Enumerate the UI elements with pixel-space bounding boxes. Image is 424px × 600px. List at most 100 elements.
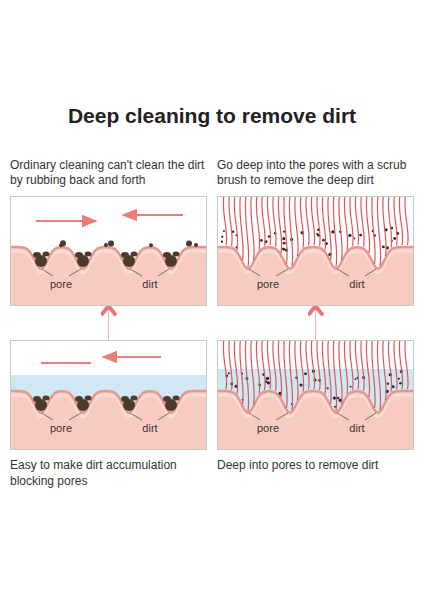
- brush-bristle: [322, 197, 325, 250]
- dirt-dot: [359, 234, 362, 237]
- rub-arrow: [123, 214, 183, 216]
- dirt-blob: [85, 252, 92, 257]
- illustration-panel: Ordinary cleaning can't clean the dirt b…: [10, 196, 207, 306]
- brush-bristle: [289, 341, 292, 410]
- brush-bristle: [262, 197, 265, 246]
- dirt-dot: [350, 386, 352, 388]
- leader-line: [42, 269, 53, 276]
- brush-bristle: [223, 341, 226, 389]
- dirt-dot: [282, 237, 285, 240]
- dirt-dot: [221, 241, 223, 243]
- skin-illustration: [11, 197, 206, 305]
- dirt-blob: [75, 396, 83, 402]
- brush-bristle: [229, 341, 232, 390]
- dirt-dot: [221, 236, 223, 238]
- leader-line: [130, 413, 142, 420]
- rub-arrow: [36, 220, 96, 222]
- leader-line: [249, 269, 260, 276]
- dirt-dot: [283, 242, 286, 245]
- brush-bristle: [251, 197, 254, 260]
- part-label: dirt: [142, 422, 157, 435]
- brush-bristle: [328, 197, 331, 260]
- dirt-dot: [266, 377, 269, 380]
- brush-bristle: [256, 197, 259, 250]
- leader-line: [365, 269, 376, 276]
- brush-bristle: [245, 197, 248, 267]
- dirt-dot: [337, 397, 339, 399]
- brush-bristle: [295, 197, 298, 256]
- brush-bristle: [234, 197, 237, 250]
- brush-bristle: [300, 341, 303, 392]
- panel-caption: Go deep into the pores with a scrub brus…: [217, 158, 418, 189]
- leader-line: [158, 269, 169, 276]
- dirt-speck: [108, 240, 114, 246]
- brush-bristle: [306, 197, 309, 245]
- skin-surface: [218, 247, 413, 269]
- brush-bristle: [322, 341, 325, 394]
- skin: [218, 391, 413, 449]
- brush-bristle: [289, 197, 292, 266]
- brush-bristle: [361, 341, 364, 391]
- brush-bristle: [383, 341, 386, 400]
- water-layer: [11, 375, 206, 449]
- brush-bristle: [355, 341, 358, 389]
- brush-bristle: [339, 197, 342, 260]
- dirt-speck: [104, 243, 108, 247]
- leader-line: [249, 413, 260, 420]
- brush-bristle: [306, 341, 309, 389]
- dirt-dot: [348, 234, 351, 237]
- brush-bristle: [240, 197, 243, 260]
- dirt-dot: [398, 378, 400, 380]
- brush-bristle: [399, 197, 402, 245]
- brush-bristle: [317, 197, 320, 246]
- dirt-blob: [43, 396, 50, 401]
- skin-surface: [218, 391, 413, 413]
- illustration-panel: Go deep into the pores with a scrub brus…: [217, 196, 414, 306]
- dirt-blob: [163, 252, 171, 258]
- brush-bristle: [251, 341, 254, 404]
- dirt-dot: [393, 237, 396, 240]
- brush-bristle: [300, 197, 303, 248]
- dirt-dot: [399, 382, 401, 384]
- panel-caption: Easy to make dirt accumulation blocking …: [10, 458, 211, 489]
- skin-surface: [11, 391, 206, 413]
- leader-line: [42, 413, 53, 420]
- brush-bristle: [388, 341, 391, 392]
- illustration-panel: poredirtEasy to make dirt accumulation b…: [10, 340, 207, 450]
- brush-bristle: [350, 197, 353, 246]
- leader-line: [69, 413, 81, 420]
- dirt-dot: [282, 247, 285, 250]
- brush-bristle: [383, 197, 386, 256]
- brush-bristle: [339, 341, 342, 404]
- leader-line: [158, 413, 169, 420]
- part-label: dirt: [349, 278, 364, 291]
- skin-surface: [11, 247, 206, 269]
- dirt-dot: [268, 235, 270, 237]
- brush-bristle: [394, 197, 397, 245]
- dirt-blob: [121, 396, 129, 402]
- brush-bristle: [256, 341, 259, 394]
- brush-bristle: [273, 197, 276, 247]
- dirt-blob: [33, 396, 41, 402]
- brush-bristle: [372, 197, 375, 264]
- illustration-panel: poredirtDeep into pores to remove dirt: [217, 340, 414, 450]
- dirt-dot: [260, 239, 263, 242]
- panel-caption: Ordinary cleaning can't clean the dirt b…: [10, 158, 211, 189]
- dirt-dot: [322, 239, 325, 242]
- panel-caption: Deep into pores to remove dirt: [217, 458, 418, 474]
- brush-bristle: [361, 197, 364, 247]
- dirt-dot: [392, 385, 395, 388]
- brush-bristle: [333, 341, 336, 411]
- dirt-speck: [60, 240, 66, 246]
- brush-bristle: [273, 341, 276, 391]
- brush-bristle: [328, 341, 331, 404]
- part-label: pore: [50, 278, 72, 291]
- brush-bristle: [245, 341, 248, 411]
- dirt-dot: [387, 382, 389, 384]
- skin-illustration: [218, 197, 413, 305]
- brush-bristle: [350, 341, 353, 390]
- part-label: dirt: [142, 278, 157, 291]
- brush-bristle: [295, 341, 298, 400]
- skin: [11, 247, 206, 305]
